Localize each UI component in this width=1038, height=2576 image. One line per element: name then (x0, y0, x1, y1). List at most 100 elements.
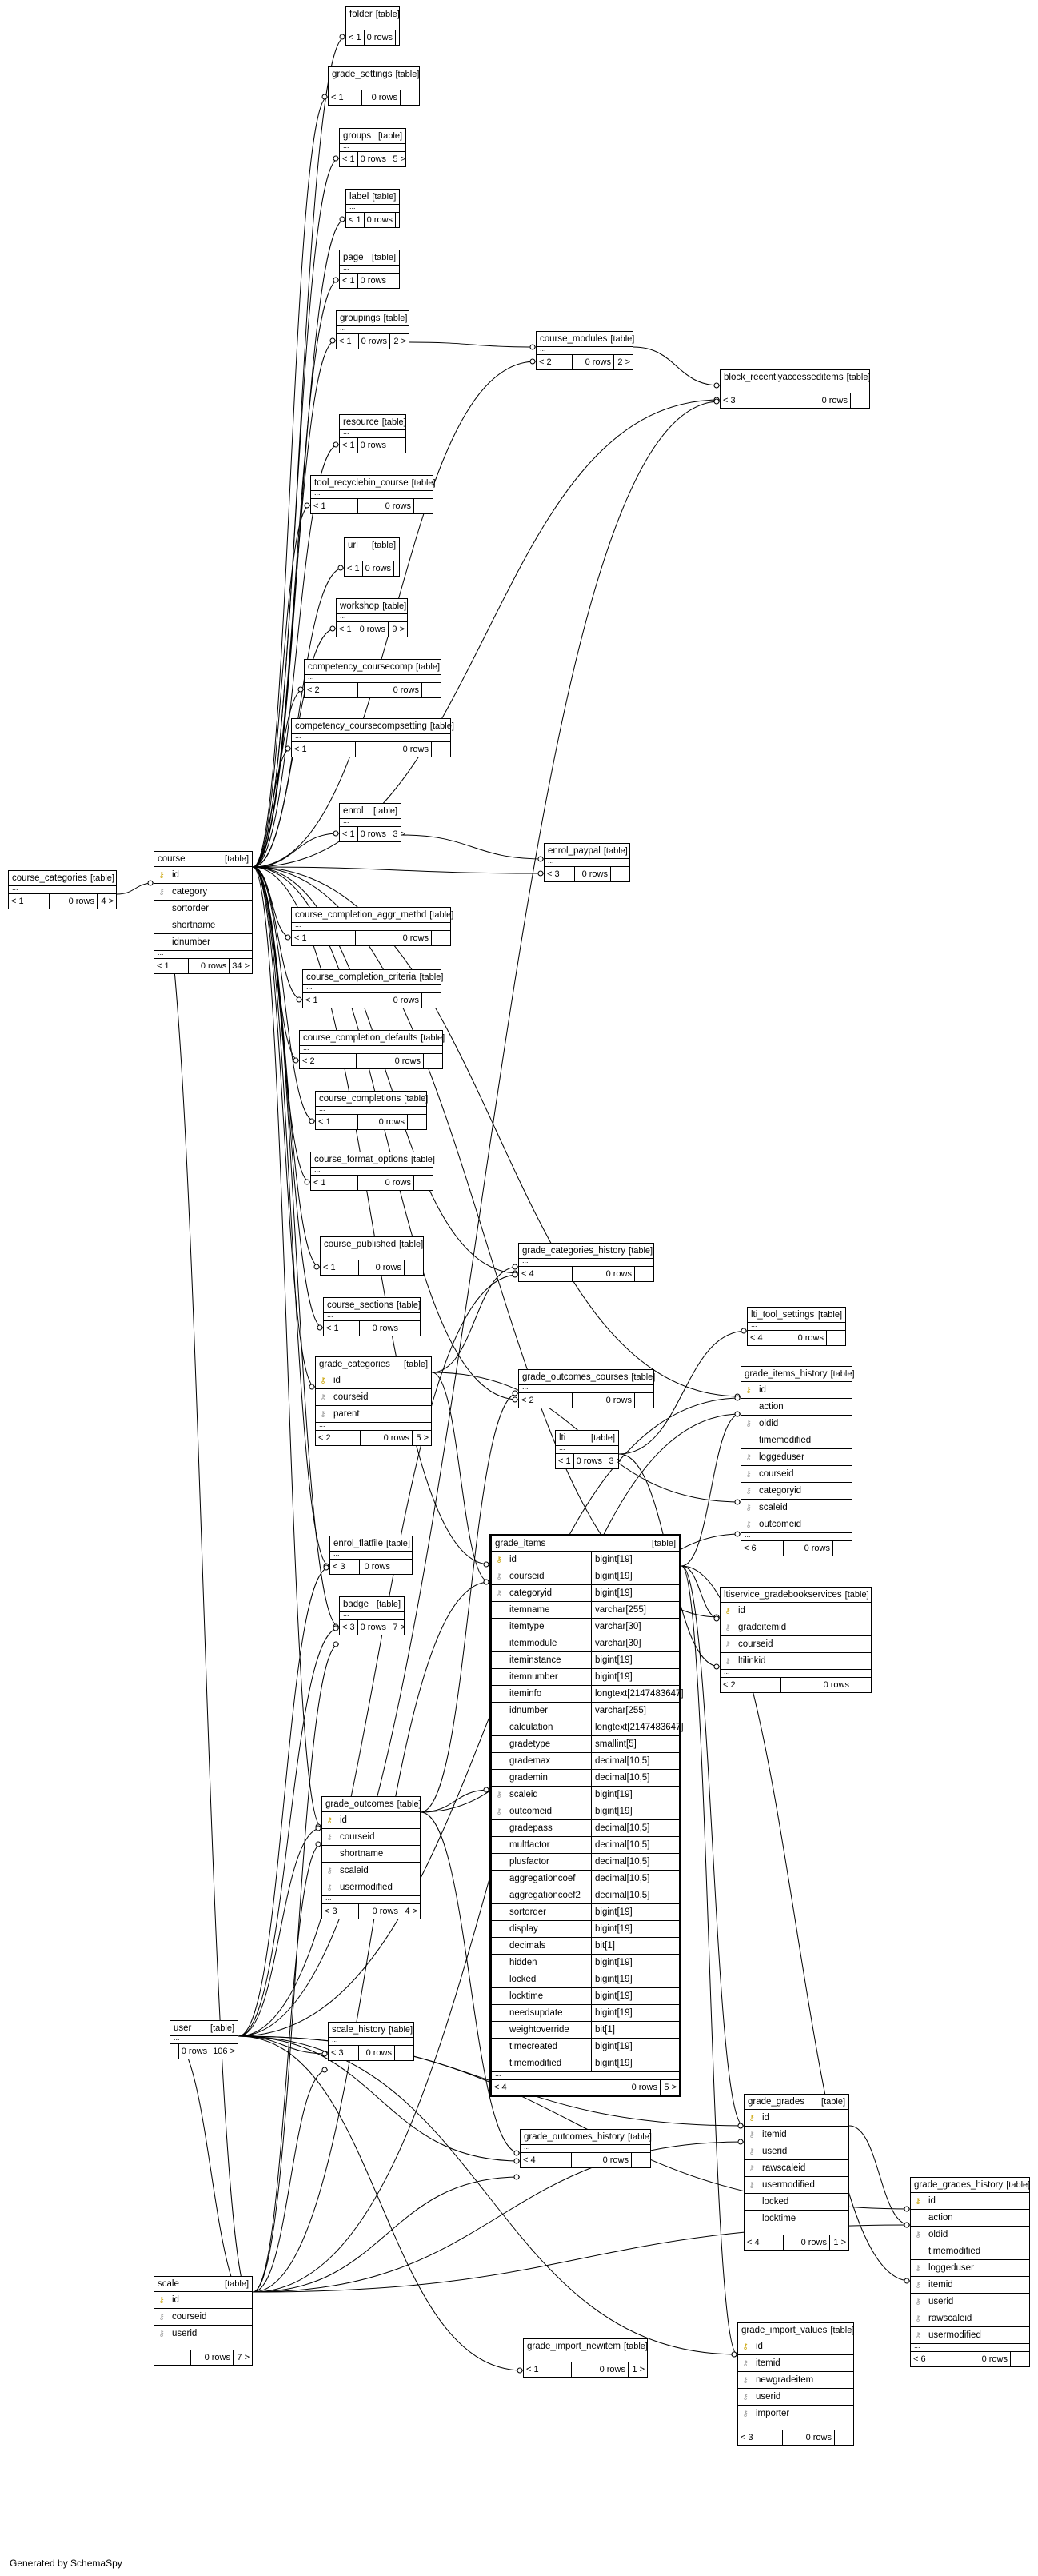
table-grade-import-values[interactable]: grade_import_values[table]⚷id⚷itemid⚷new… (737, 2322, 854, 2446)
relationship-line (252, 1843, 322, 2293)
table-header: course_completions[table] (316, 1092, 428, 1107)
column-name: ltilinkid (738, 1656, 766, 1666)
children-count: 7 > (233, 2350, 252, 2365)
foreign-key-icon: ⚷ (915, 2297, 921, 2306)
column-row: ⚷id (721, 1603, 871, 1619)
table-type-tag: [table] (372, 541, 396, 550)
column-name: scaleid (759, 1503, 788, 1512)
row-count: 0 rows (571, 2362, 628, 2377)
row-count: 0 rows (357, 499, 413, 513)
foreign-key-icon: ⚷ (326, 1883, 333, 1892)
more-columns-indicator: ... (537, 345, 633, 355)
more-columns-indicator: ... (9, 885, 116, 894)
more-columns-indicator: ... (340, 817, 401, 827)
children-count: 9 > (388, 622, 407, 637)
table-ltiservice-gradebookservices[interactable]: ltiservice_gradebookservices[table]⚷id⚷g… (720, 1587, 872, 1693)
table-header: grade_outcomes_history[table] (521, 2130, 652, 2145)
relationship-line (252, 505, 311, 868)
table-header: url[table] (345, 538, 399, 553)
table-name: course_completion_aggr_methd (295, 910, 427, 920)
relationship-end-marker (713, 398, 720, 405)
column-row: ⚷categoryid (741, 1483, 852, 1500)
column-row: timemodified (911, 2243, 1029, 2260)
children-count (431, 931, 450, 945)
table-name: enrol_paypal (548, 846, 601, 856)
column-name: aggregationcoef2 (509, 1891, 581, 1900)
more-columns-indicator: ... (738, 2421, 853, 2430)
table-course-completion-aggr-methd[interactable]: course_completion_aggr_methd[table]...< … (291, 907, 453, 946)
foreign-key-icon: ⚷ (742, 2358, 749, 2368)
row-count: 0 rows (356, 1054, 423, 1068)
table-grade-categories[interactable]: grade_categories[table]⚷id⚷courseid⚷pare… (315, 1356, 432, 1446)
table-competency-coursecompsetting[interactable]: competency_coursecompsetting[table]...< … (291, 718, 454, 757)
relationship-end-marker (333, 441, 339, 448)
table-type-tag: [table] (386, 1539, 410, 1548)
relationship-line (116, 882, 154, 895)
more-columns-indicator: ... (322, 1895, 420, 1904)
relationship-line (238, 1567, 330, 2037)
relationship-end-marker (537, 856, 544, 862)
parents-count: < 4 (523, 2155, 536, 2165)
column-row: ⚷userid (745, 2143, 848, 2160)
row-count: 0 rows (568, 2080, 660, 2095)
column-name: sortorder (172, 904, 210, 913)
table-scale[interactable]: scale[table]⚷id⚷courseid⚷userid...0 rows… (154, 2276, 253, 2366)
column-name: id (509, 1555, 517, 1564)
column-type: bigint[19] (591, 1568, 679, 1584)
column-row: ⚷usermodified (911, 2327, 1029, 2344)
relationship-end-marker (731, 2351, 737, 2358)
more-columns-indicator: ... (519, 1257, 653, 1267)
children-count (431, 742, 450, 757)
parents-count: < 1 (318, 1117, 331, 1127)
table-name: grade_import_newitem (527, 2342, 621, 2351)
column-row: ⚷usermodified (745, 2177, 848, 2194)
table-grade-grades[interactable]: grade_grades[table]⚷id⚷itemid⚷userid⚷raw… (744, 2094, 849, 2251)
relationship-end-marker (309, 1118, 315, 1124)
row-count: 0 rows (358, 1560, 393, 1574)
table-block-recentlyaccesseditems[interactable]: block_recentlyaccesseditems[table]...< 3… (720, 369, 871, 409)
